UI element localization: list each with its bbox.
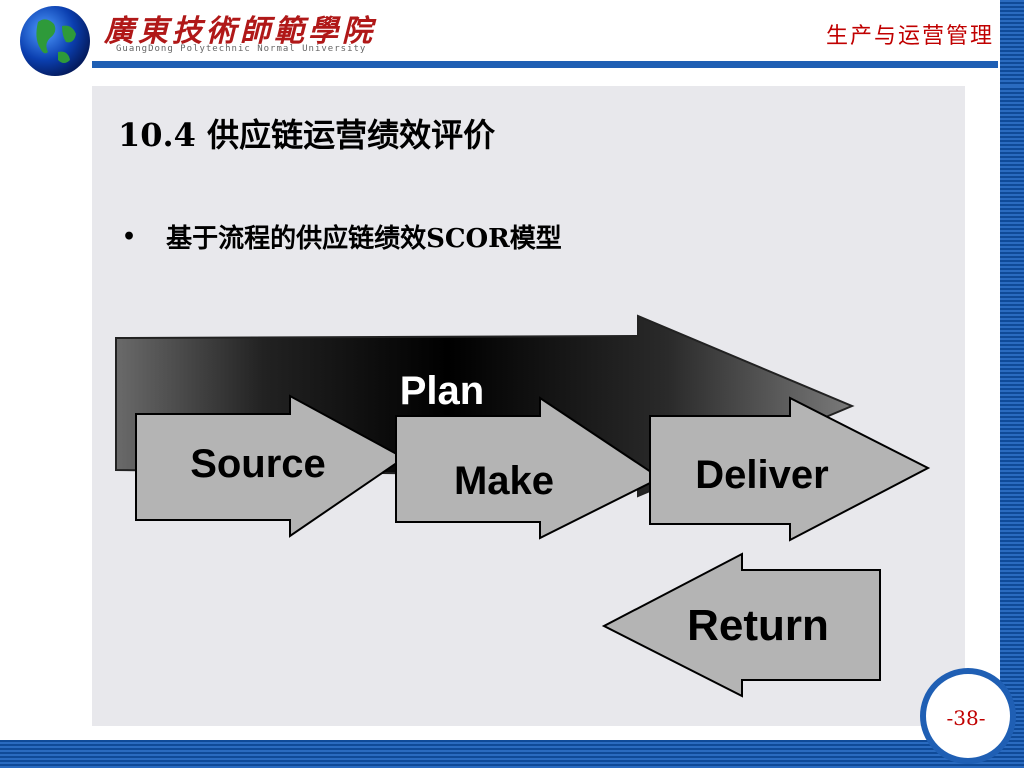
return-label: Return [687,601,829,650]
section-heading: 10.4 供应链运营绩效评价 [118,116,496,154]
bullet-text: 基于流程的供应链绩效SCOR模型 [166,224,562,254]
course-title: 生产与运营管理 [825,24,994,49]
bullet-item: • 基于流程的供应链绩效SCOR模型 [122,218,562,255]
source-label: Source [190,442,326,486]
university-logo-text: 廣東技術師範學院 [104,14,376,49]
deliver-arrow [649,396,931,542]
return-arrow [601,552,881,698]
bullet-marker: • [122,223,137,250]
deliver-label: Deliver [695,453,828,497]
header-rule [92,61,998,68]
source-arrow [135,394,406,538]
page-number-badge [920,668,1016,764]
page-number: -38- [946,706,986,730]
university-logo-subtitle: GuangDong Polytechnic Normal University [116,44,367,54]
globe-logo-icon [20,6,90,76]
make-arrow [395,396,662,540]
scor-diagram: Plan Source Make Deliver Return [115,314,931,698]
plan-label: Plan [400,369,484,413]
make-label: Make [454,459,554,503]
